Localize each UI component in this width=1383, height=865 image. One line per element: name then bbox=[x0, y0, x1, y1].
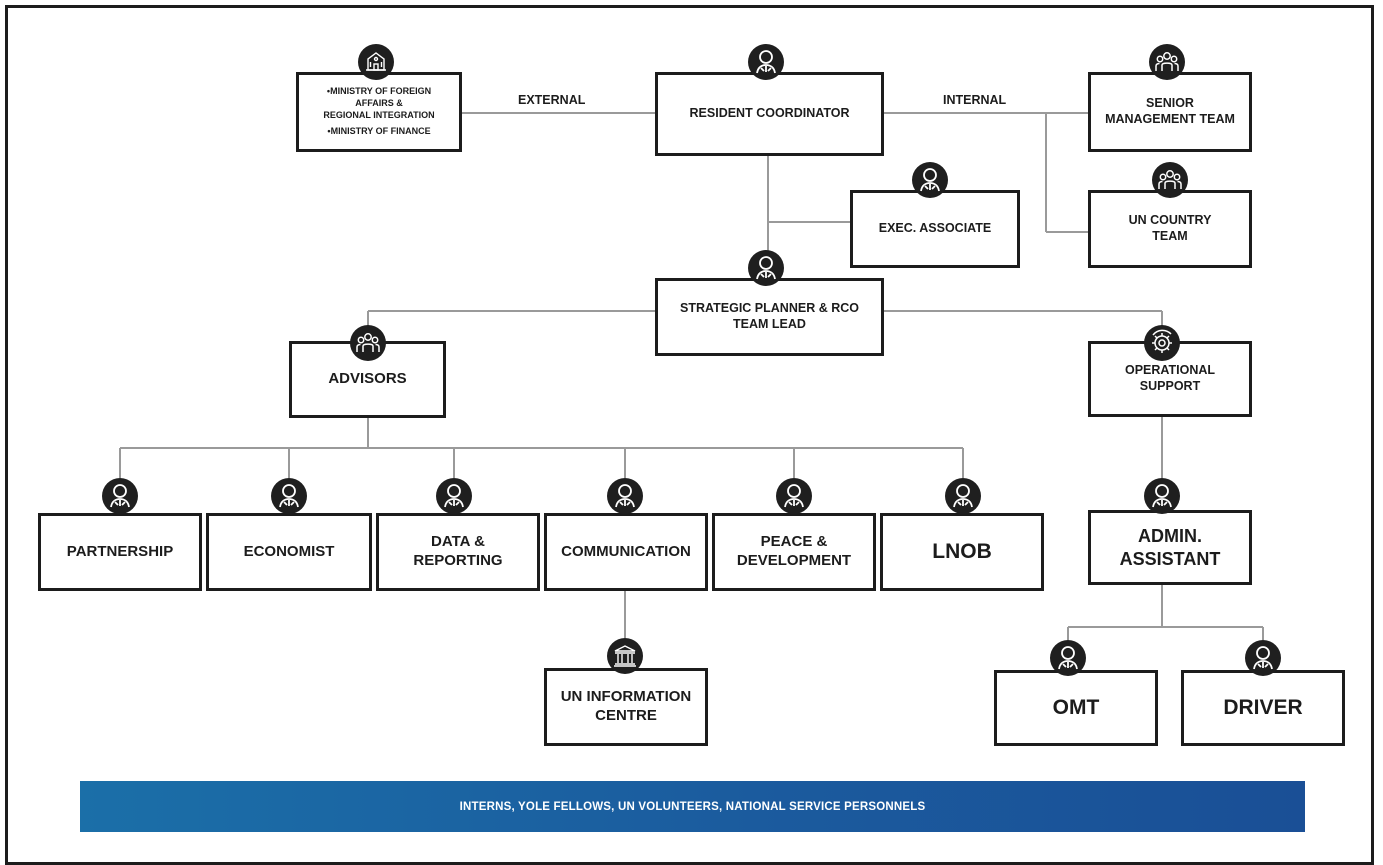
person-icon bbox=[945, 478, 981, 514]
person-icon bbox=[912, 162, 948, 198]
person-icon bbox=[1050, 640, 1086, 676]
lnob-box: LNOB bbox=[880, 513, 1044, 591]
person-icon bbox=[1144, 478, 1180, 514]
peace-development-line-1: PEACE & bbox=[760, 533, 828, 551]
operational-support-line-1: OPERATIONAL bbox=[1124, 363, 1216, 378]
senior-management-box: SENIOR MANAGEMENT TEAM bbox=[1088, 72, 1252, 152]
ministry-line-3: REGIONAL INTEGRATION bbox=[323, 109, 435, 120]
un-country-team-box: UN COUNTRY TEAM bbox=[1088, 190, 1252, 268]
driver-box: DRIVER bbox=[1181, 670, 1345, 746]
person-icon bbox=[436, 478, 472, 514]
omt-box: OMT bbox=[994, 670, 1158, 746]
resident-coordinator-box: RESIDENT COORDINATOR bbox=[655, 72, 884, 156]
resident-coordinator-label: RESIDENT COORDINATOR bbox=[689, 106, 850, 121]
exec-associate-label: EXEC. ASSOCIATE bbox=[878, 221, 992, 236]
ministry-line-2: AFFAIRS & bbox=[355, 97, 403, 108]
ministry-box: •MINISTRY OF FOREIGN AFFAIRS & REGIONAL … bbox=[296, 72, 462, 152]
building-icon bbox=[358, 44, 394, 80]
person-icon bbox=[776, 478, 812, 514]
senior-management-line-1: SENIOR bbox=[1146, 96, 1194, 111]
un-country-team-line-2: TEAM bbox=[1152, 229, 1188, 243]
institution-icon bbox=[607, 638, 643, 674]
un-information-centre-line-1: UN INFORMATION bbox=[560, 688, 692, 706]
person-icon bbox=[748, 44, 784, 80]
peace-development-box: PEACE & DEVELOPMENT bbox=[712, 513, 876, 591]
economist-box: ECONOMIST bbox=[206, 513, 372, 591]
exec-associate-box: EXEC. ASSOCIATE bbox=[850, 190, 1020, 268]
banner-text: INTERNS, YOLE FELLOWS, UN VOLUNTEERS, NA… bbox=[459, 800, 926, 813]
un-country-team-line-1: UN COUNTRY bbox=[1128, 213, 1212, 228]
person-icon bbox=[607, 478, 643, 514]
omt-label: OMT bbox=[1052, 695, 1100, 719]
strategic-planner-line-1: STRATEGIC PLANNER & RCO bbox=[680, 301, 859, 316]
group-icon bbox=[350, 325, 386, 361]
internal-label: INTERNAL bbox=[943, 93, 1007, 107]
strategic-planner-line-2: TEAM LEAD bbox=[733, 317, 806, 331]
communication-box: COMMUNICATION bbox=[544, 513, 708, 591]
advisors-label: ADVISORS bbox=[328, 370, 407, 388]
group-icon bbox=[1149, 44, 1185, 80]
admin-assistant-line-1: ADMIN. bbox=[1138, 526, 1202, 546]
gear-icon bbox=[1144, 325, 1180, 361]
partnership-box: PARTNERSHIP bbox=[38, 513, 202, 591]
driver-label: DRIVER bbox=[1223, 695, 1303, 719]
data-reporting-line-1: DATA & bbox=[431, 533, 485, 551]
data-reporting-box: DATA & REPORTING bbox=[376, 513, 540, 591]
person-icon bbox=[271, 478, 307, 514]
un-information-centre-box: UN INFORMATION CENTRE bbox=[544, 668, 708, 746]
communication-label: COMMUNICATION bbox=[561, 542, 691, 560]
interns-banner: INTERNS, YOLE FELLOWS, UN VOLUNTEERS, NA… bbox=[80, 781, 1305, 832]
strategic-planner-box: STRATEGIC PLANNER & RCO TEAM LEAD bbox=[655, 278, 884, 356]
admin-assistant-box: ADMIN. ASSISTANT bbox=[1088, 510, 1252, 585]
operational-support-line-2: SUPPORT bbox=[1139, 379, 1201, 393]
person-icon bbox=[748, 250, 784, 286]
senior-management-line-2: MANAGEMENT TEAM bbox=[1105, 112, 1235, 126]
ministry-line-4: •MINISTRY OF FINANCE bbox=[327, 126, 431, 137]
group-icon bbox=[1152, 162, 1188, 198]
un-information-centre-line-2: CENTRE bbox=[595, 707, 657, 724]
lnob-label: LNOB bbox=[932, 539, 992, 563]
admin-assistant-line-2: ASSISTANT bbox=[1119, 548, 1221, 569]
external-label: EXTERNAL bbox=[518, 93, 586, 107]
peace-development-line-2: DEVELOPMENT bbox=[736, 552, 852, 569]
ministry-line-1: •MINISTRY OF FOREIGN bbox=[326, 86, 432, 97]
person-icon bbox=[1245, 640, 1281, 676]
data-reporting-line-2: REPORTING bbox=[413, 552, 503, 569]
partnership-label: PARTNERSHIP bbox=[66, 542, 174, 560]
economist-label: ECONOMIST bbox=[243, 542, 335, 560]
person-icon bbox=[102, 478, 138, 514]
